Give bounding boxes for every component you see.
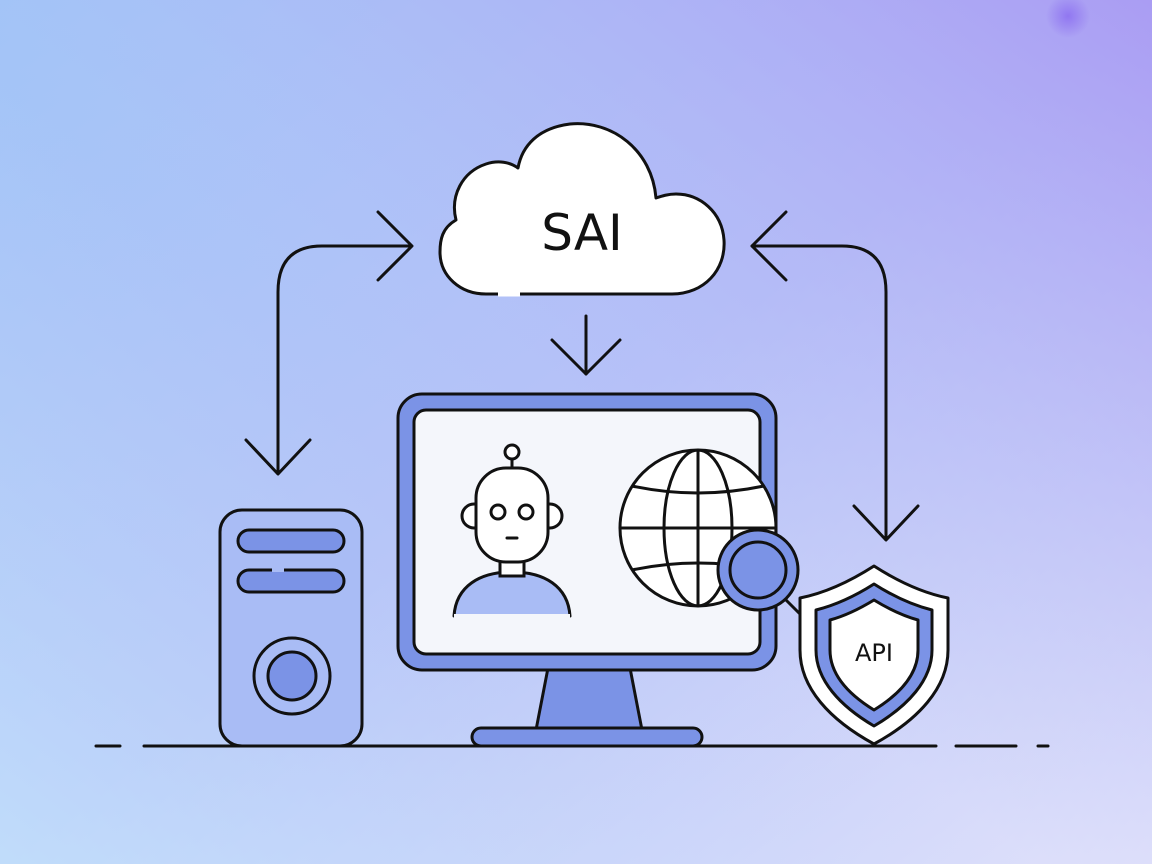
robot-avatar bbox=[452, 443, 572, 618]
monitor-stand-base bbox=[470, 726, 704, 748]
magnifier-icon bbox=[716, 528, 802, 616]
server-slot-2 bbox=[236, 568, 346, 594]
cloud-shape bbox=[438, 122, 726, 296]
monitor bbox=[396, 392, 778, 748]
arrow-head-left-right bbox=[750, 210, 788, 282]
shield-label: API bbox=[855, 639, 893, 667]
monitor-stand-neck bbox=[534, 666, 644, 732]
arrow-head-right-left bbox=[376, 210, 414, 282]
arrow-head-down-shield bbox=[852, 504, 920, 542]
server-dial-inner bbox=[266, 650, 318, 702]
cloud-label: SAI bbox=[541, 204, 623, 262]
server-tower bbox=[218, 508, 364, 748]
arrow-head-down-monitor bbox=[550, 338, 622, 376]
arrow-cloud-to-shield bbox=[750, 244, 888, 540]
server-slot-1 bbox=[236, 528, 346, 554]
robot-antenna-tip bbox=[503, 443, 521, 461]
shield-icon: API bbox=[798, 564, 950, 746]
shield-inner bbox=[828, 598, 920, 712]
cloud: SAI bbox=[438, 122, 726, 297]
robot-eye-right bbox=[517, 503, 535, 521]
arrow-cloud-to-server bbox=[276, 244, 412, 474]
robot-eye-left bbox=[489, 503, 507, 521]
background-spot bbox=[1046, 0, 1090, 38]
robot-head bbox=[474, 466, 550, 564]
connector-arrows bbox=[244, 210, 920, 542]
arrow-head-down-server bbox=[244, 438, 312, 476]
